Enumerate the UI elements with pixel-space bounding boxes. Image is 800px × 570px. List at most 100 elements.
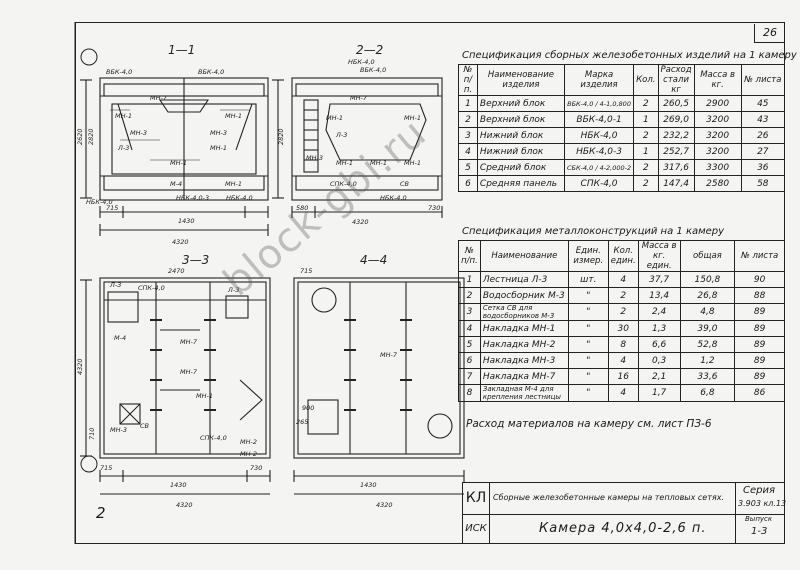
spec2-cell: 52,8 <box>679 336 736 353</box>
spec2-cell: Водосборник М-3 <box>479 287 569 304</box>
spec2-cell: 89 <box>734 352 785 369</box>
spec2-cell: 89 <box>734 336 785 353</box>
spec2-cell: " <box>567 352 609 369</box>
spec1-header-4: Расход стали кг <box>657 64 695 96</box>
spec1-cell: 3 <box>458 127 478 144</box>
spec2-header-6: № листа <box>734 240 785 272</box>
svg-text:580: 580 <box>296 204 308 212</box>
spec2-cell: 37,7 <box>637 271 681 288</box>
spec2-cell: Лестница Л-3 <box>479 271 569 288</box>
spec1-cell: НБК-4,0 <box>563 127 635 144</box>
spec2-cell: 8 <box>607 336 639 353</box>
svg-text:МН-3: МН-3 <box>130 129 147 137</box>
spec1-cell: 1 <box>633 111 659 128</box>
spec1-cell: 232,2 <box>657 127 695 144</box>
spec1-cell: Средний блок <box>476 159 565 176</box>
section-2-2-title: 2—2 <box>356 43 383 57</box>
spec2-cell: 89 <box>734 303 785 321</box>
stamp-org: ИСК <box>463 514 490 543</box>
spec1-cell: ВБК-4,0 / 4-1,0,800 <box>563 95 635 112</box>
spec2-cell: " <box>567 368 609 385</box>
svg-text:МН-3: МН-3 <box>110 426 127 434</box>
spec1-header-3: Кол. <box>633 64 659 96</box>
spec1-cell: 317,6 <box>657 159 695 176</box>
spec2-cell: 89 <box>734 320 785 337</box>
spec1-cell: Верхний блок <box>476 111 565 128</box>
spec1-cell: 1 <box>633 143 659 160</box>
svg-text:1430: 1430 <box>360 481 377 489</box>
spec2-header-2: Един. измер. <box>567 240 609 272</box>
spec1-cell: НБК-4,0-3 <box>563 143 635 160</box>
svg-text:265: 265 <box>296 418 308 426</box>
spec2-cell: 33,6 <box>679 368 736 385</box>
svg-text:МН-7: МН-7 <box>350 94 368 102</box>
svg-text:МН-1: МН-1 <box>326 114 343 122</box>
spec1-cell: 2 <box>633 175 659 192</box>
materials-note: Расход материалов на камеру см. лист ПЗ-… <box>466 418 712 430</box>
spec2-cell: 6,6 <box>637 336 681 353</box>
spec2-cell: 16 <box>607 368 639 385</box>
spec1-cell: 2580 <box>693 175 742 192</box>
spec2-cell: 30 <box>607 320 639 337</box>
sheet-label: 2 <box>96 504 106 522</box>
stamp-code: КЛ <box>463 483 490 515</box>
svg-text:4320: 4320 <box>352 218 369 226</box>
spec2-cell: 8 <box>458 384 481 402</box>
spec2-cell: " <box>567 320 609 337</box>
stamp-issue-value: 1-3 <box>751 526 768 537</box>
spec2-header-5: общая <box>679 240 736 272</box>
svg-text:МН-1: МН-1 <box>404 114 421 122</box>
spec1-cell: 2900 <box>693 95 742 112</box>
spec2-cell: 2 <box>607 287 639 304</box>
svg-text:2620: 2620 <box>76 128 84 145</box>
svg-text:715: 715 <box>106 204 118 212</box>
spec1-cell: 6 <box>458 175 478 192</box>
spec2-cell: Закладная М-4 для крепления лестницы <box>479 384 569 402</box>
stamp-divider <box>489 514 735 515</box>
svg-text:НБК-4,0-3: НБК-4,0-3 <box>176 194 209 202</box>
svg-text:МН-1: МН-1 <box>370 159 387 167</box>
svg-text:МН-2: МН-2 <box>240 438 257 446</box>
spec1-cell: 27 <box>740 143 786 160</box>
svg-text:М-4: М-4 <box>170 180 182 188</box>
spec2-cell: 4 <box>458 320 481 337</box>
section-3-3-title: 3—3 <box>182 253 209 267</box>
spec2-cell: 4,8 <box>679 303 736 321</box>
svg-text:ВБК-4,0: ВБК-4,0 <box>360 66 386 74</box>
spec1-cell: 26 <box>740 127 786 144</box>
spec2-cell: шт. <box>567 271 609 288</box>
spec1-cell: 2 <box>458 111 478 128</box>
svg-text:ВБК-4,0: ВБК-4,0 <box>198 68 224 76</box>
spec2-header-0: № п/п. <box>458 240 481 272</box>
svg-text:Л-3: Л-3 <box>117 144 129 152</box>
svg-text:715: 715 <box>100 464 112 472</box>
spec2-cell: 1,7 <box>637 384 681 402</box>
svg-text:СПК-4,0: СПК-4,0 <box>138 284 165 292</box>
svg-text:НБК-4,0: НБК-4,0 <box>380 194 407 202</box>
svg-text:МН-7: МН-7 <box>150 94 168 102</box>
svg-text:2470: 2470 <box>168 267 185 275</box>
section-4-4-title: 4—4 <box>360 253 387 267</box>
stamp-series-value: 3.903 кл.13 <box>738 499 787 508</box>
spec2-cell: Накладка МН-2 <box>479 336 569 353</box>
spec2-cell: 2,1 <box>637 368 681 385</box>
section-3-3-plan <box>80 277 271 495</box>
spec2-cell: Накладка МН-7 <box>479 368 569 385</box>
spec2-cell: 2 <box>607 303 639 321</box>
spec1-header-0: № п/п. <box>458 64 478 96</box>
spec1-cell: Средняя панель <box>476 175 565 192</box>
svg-text:710: 710 <box>88 428 96 440</box>
spec1-cell: 45 <box>740 95 786 112</box>
spec2-cell: Накладка МН-1 <box>479 320 569 337</box>
spec2-cell: 1,2 <box>679 352 736 369</box>
